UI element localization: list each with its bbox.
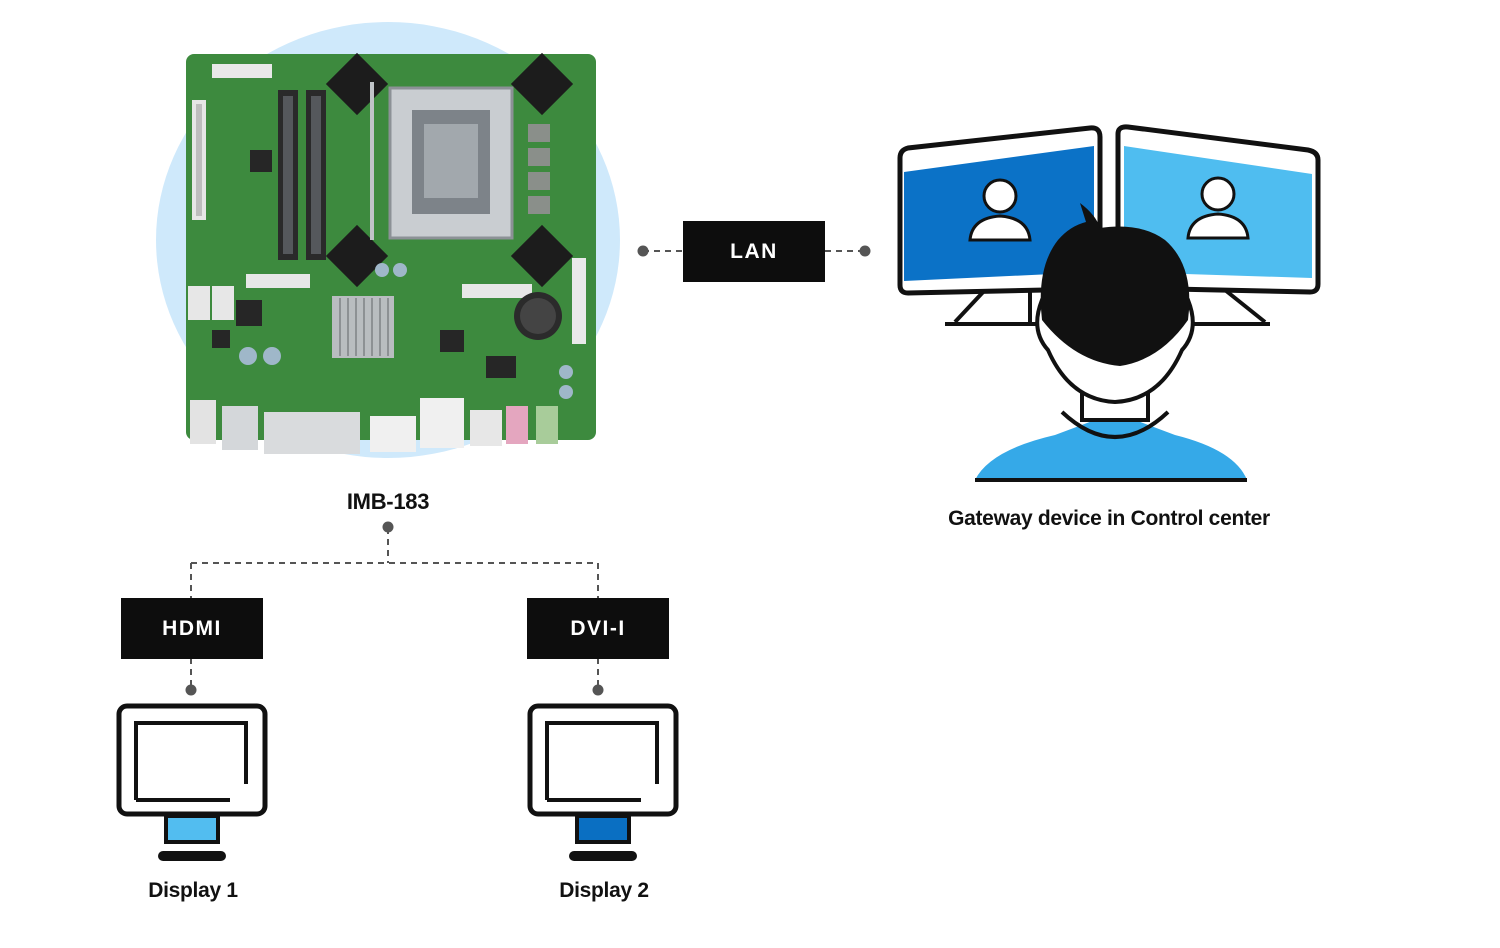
board-dot — [382, 521, 394, 533]
lan-dot-right — [859, 245, 871, 257]
dvi-tag: DVI-I — [527, 598, 669, 659]
display-1-label: Display 1 — [148, 879, 238, 902]
dvi-dot — [592, 684, 604, 696]
display-2-icon — [527, 703, 679, 861]
left-monitor — [897, 125, 1103, 296]
lan-tag: LAN — [683, 221, 825, 282]
lan-tag-label: LAN — [730, 239, 778, 263]
connection-dots — [185, 245, 871, 696]
dvi-tag-label: DVI-I — [570, 616, 626, 640]
gateway-label: Gateway device in Control center — [948, 507, 1270, 530]
hdmi-tag: HDMI — [121, 598, 263, 659]
board-label: IMB-183 — [346, 489, 430, 514]
operator-person — [975, 203, 1247, 482]
rear-io — [190, 398, 558, 454]
motherboard-illustration — [156, 22, 620, 458]
hdmi-dot — [185, 684, 197, 696]
gateway-operator-icon — [897, 124, 1321, 482]
hdmi-tag-label: HDMI — [162, 616, 222, 640]
lan-dot-left — [637, 245, 649, 257]
display-1-icon — [116, 703, 268, 861]
display-2-label: Display 2 — [559, 879, 649, 902]
